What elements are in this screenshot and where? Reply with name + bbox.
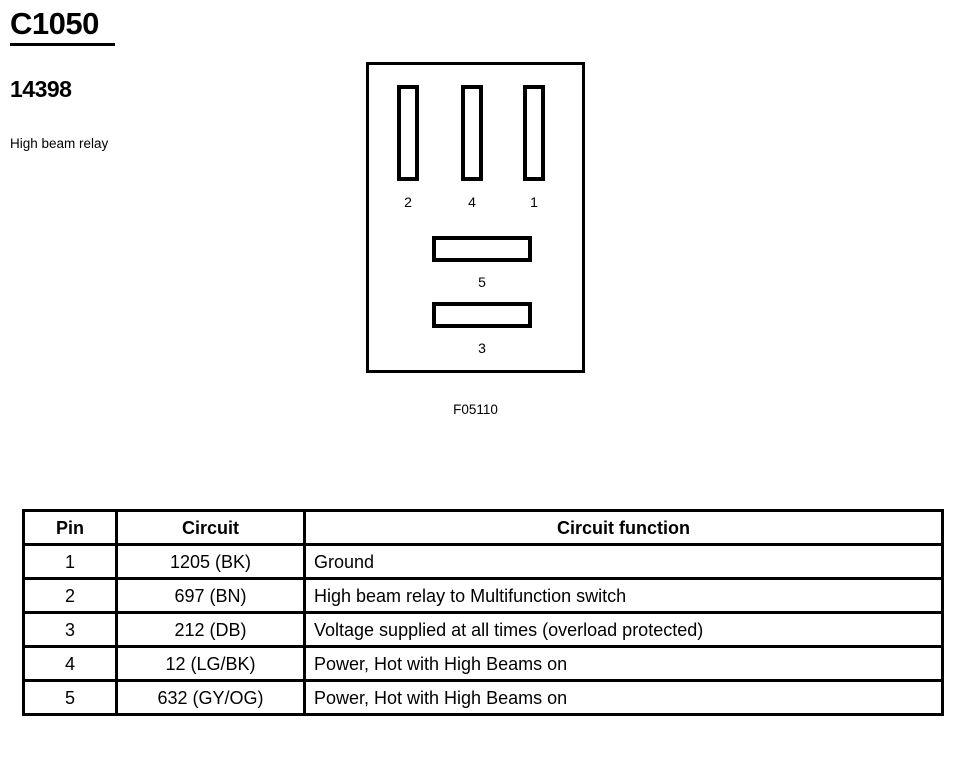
- cell-circuit: 697 (BN): [115, 577, 306, 614]
- cavity-pin-4: [461, 85, 483, 181]
- cell-function: Ground: [303, 543, 944, 580]
- cell-function: High beam relay to Multifunction switch: [303, 577, 944, 614]
- cell-circuit: 12 (LG/BK): [115, 645, 306, 682]
- title-underline: [10, 43, 115, 46]
- cell-pin: 4: [22, 645, 118, 682]
- table-row: 5 632 (GY/OG) Power, Hot with High Beams…: [22, 679, 944, 716]
- connector-id-title: C1050: [10, 6, 99, 41]
- cell-pin: 1: [22, 543, 118, 580]
- table-row: 2 697 (BN) High beam relay to Multifunct…: [22, 577, 944, 614]
- pin-assignment-table: Pin Circuit Circuit function 1 1205 (BK)…: [22, 509, 944, 716]
- cell-function: Power, Hot with High Beams on: [303, 645, 944, 682]
- cavity-pin-2: [397, 85, 419, 181]
- connector-diagram: 2 4 1 5 3: [366, 62, 585, 373]
- table-row: 4 12 (LG/BK) Power, Hot with High Beams …: [22, 645, 944, 682]
- cell-circuit: 632 (GY/OG): [115, 679, 306, 716]
- table-row: 3 212 (DB) Voltage supplied at all times…: [22, 611, 944, 648]
- cell-pin: 3: [22, 611, 118, 648]
- pin-label-4: 4: [468, 194, 476, 210]
- cell-function: Power, Hot with High Beams on: [303, 679, 944, 716]
- cell-function: Voltage supplied at all times (overload …: [303, 611, 944, 648]
- cell-circuit: 1205 (BK): [115, 543, 306, 580]
- pin-label-3: 3: [478, 340, 486, 356]
- pin-label-1: 1: [530, 194, 538, 210]
- pin-label-2: 2: [404, 194, 412, 210]
- part-number: 14398: [10, 76, 72, 102]
- table-row: 1 1205 (BK) Ground: [22, 543, 944, 580]
- column-header-pin: Pin: [22, 509, 118, 546]
- pin-label-5: 5: [478, 274, 486, 290]
- table-header-row: Pin Circuit Circuit function: [22, 509, 944, 546]
- column-header-circuit-function: Circuit function: [303, 509, 944, 546]
- component-description: High beam relay: [10, 136, 109, 151]
- cavity-pin-3: [432, 302, 532, 328]
- column-header-circuit: Circuit: [115, 509, 306, 546]
- cell-pin: 5: [22, 679, 118, 716]
- diagram-figure-caption: F05110: [453, 402, 498, 417]
- cavity-pin-5: [432, 236, 532, 262]
- cell-pin: 2: [22, 577, 118, 614]
- cavity-pin-1: [523, 85, 545, 181]
- cell-circuit: 212 (DB): [115, 611, 306, 648]
